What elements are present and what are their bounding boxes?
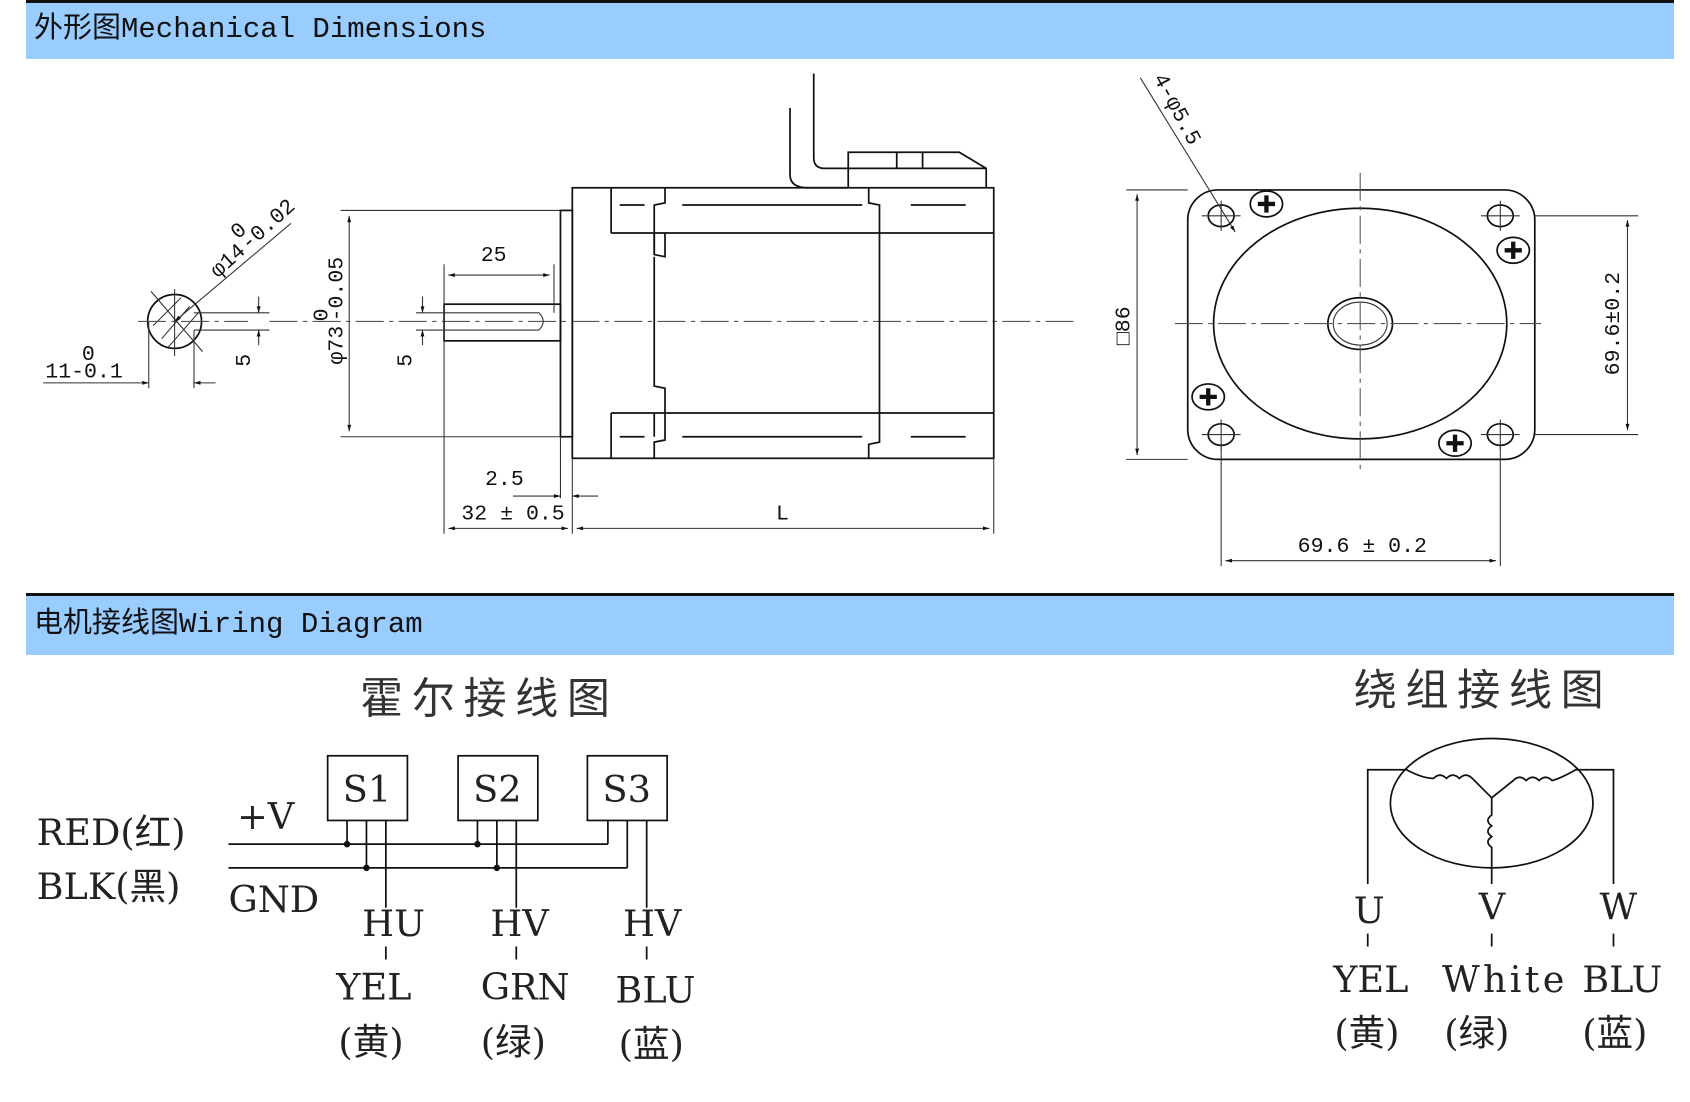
phase-u-label: U [1354, 889, 1385, 932]
gnd-label: GND [228, 878, 319, 921]
screw-heads [1191, 190, 1531, 458]
cable [789, 108, 849, 189]
flange-square [1186, 189, 1536, 461]
shaft-dia-tol-lower: -0.02 [237, 195, 301, 256]
motor-side-view [269, 73, 1078, 460]
phase-u-winding [1366, 768, 1493, 885]
connector-housing [847, 151, 988, 188]
hole-spacing-vertical-dim: 69.6±0.2 [1602, 272, 1626, 375]
sensor-s1-box [326, 754, 409, 822]
body-length-dim: L [776, 503, 789, 527]
pilot-dia-tol-lower: -0.05 [326, 257, 350, 322]
phase-w-winding [1491, 768, 1615, 885]
sensor-s3-label: S3 [602, 768, 650, 811]
hall-diagram-title: 霍尔接线图 [360, 675, 619, 725]
phase-v-color-cn: (绿) [1444, 1012, 1509, 1055]
key-length-dim: 25 [481, 244, 507, 268]
vplus-label: +V [237, 795, 295, 838]
pilot-dia-dim: φ73 [326, 326, 350, 365]
shaft-dia-leader [174, 222, 292, 322]
s1-color-cn: (黄) [338, 1020, 403, 1063]
blk-wire-label: BLK(黑) [37, 865, 181, 908]
motor-body [571, 186, 995, 460]
s3-color-cn: (蓝) [619, 1022, 684, 1065]
winding-circuit [1366, 737, 1615, 947]
mechanical-dimensions-header: 外形图Mechanical Dimensions [26, 0, 1674, 59]
keyway [444, 312, 544, 331]
pilot-depth-dim: 2.5 [485, 468, 524, 492]
shaft-length-dim: 32 ± 0.5 [461, 503, 564, 527]
phase-v-winding [1487, 797, 1494, 885]
s2-color-cn: (绿) [481, 1020, 546, 1063]
mount-holes [1201, 200, 1520, 450]
shaft-flat-tol-lower: -0.1 [71, 360, 123, 384]
sensor-s2-box [457, 754, 539, 822]
shaft-section-view [43, 222, 292, 389]
phase-u-color: YEL [1332, 958, 1408, 1001]
s3-signal-label: HV [623, 902, 682, 945]
s2-signal-label: HV [490, 902, 549, 945]
phase-u-color-cn: (黄) [1334, 1012, 1399, 1055]
phase-v-label: V [1478, 886, 1506, 929]
pilot-dia-tol-upper: 0 [311, 308, 335, 321]
s1-signal-label: HU [362, 902, 425, 945]
pilot-boss [559, 209, 574, 438]
phase-v-color: White [1442, 958, 1568, 1001]
mount-holes-dim: 4-φ5.5 [1147, 70, 1205, 150]
red-wire-label: RED(红) [37, 811, 186, 854]
s3-color-label: BLU [615, 969, 695, 1012]
phase-w-color: BLU [1582, 958, 1662, 1001]
s2-color-label: GRN [481, 965, 570, 1008]
mount-hole-leader [1139, 77, 1236, 233]
sensor-s2-label: S2 [473, 768, 521, 811]
phase-w-label: W [1599, 886, 1637, 929]
hall-circuit [228, 754, 669, 960]
wiring-diagram-header: 电机接线图Wiring Diagram [26, 593, 1674, 655]
winding-diagram-title: 绕组接线图 [1354, 666, 1613, 716]
hole-spacing-horizontal-dim: 69.6 ± 0.2 [1298, 535, 1427, 559]
sensor-s1-label: S1 [343, 768, 391, 811]
s1-color-label: YEL [335, 965, 411, 1008]
phase-w-color-cn: (蓝) [1582, 1012, 1647, 1055]
key-width-side-dim: 5 [395, 354, 419, 367]
flange-square-dim: □86 [1113, 306, 1137, 345]
shaft-flat-tol-upper: 0 [82, 343, 95, 367]
motor-front-view [1126, 77, 1639, 567]
key-width-section-dim: 5 [233, 354, 257, 367]
side-view-dimensions [340, 209, 995, 534]
shaft-flat-dim: 11 [45, 360, 71, 384]
